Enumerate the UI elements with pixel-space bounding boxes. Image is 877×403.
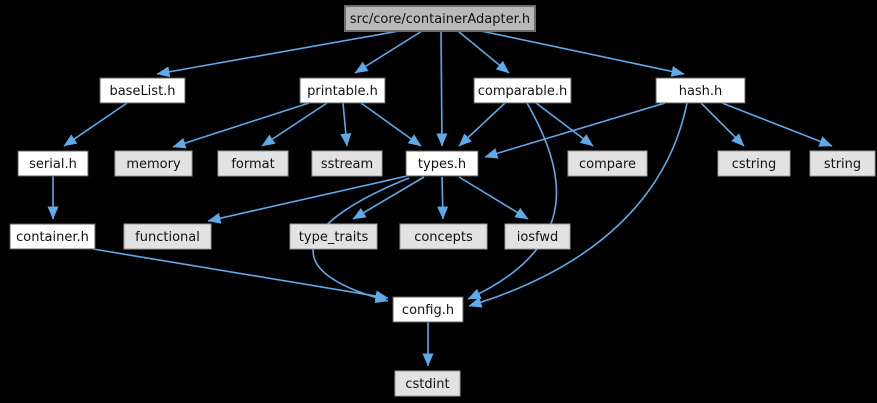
node-functional: functional bbox=[123, 223, 212, 250]
node-box-cstring bbox=[717, 150, 791, 177]
node-box-compare bbox=[567, 150, 648, 177]
node-box-string bbox=[809, 150, 876, 177]
node-label-format: format bbox=[231, 157, 274, 172]
node-label-printable: printable.h bbox=[307, 84, 378, 99]
node-box-container[interactable] bbox=[9, 223, 96, 250]
edge-containerAdapter-to-baseList bbox=[156, 30, 400, 78]
node-box-type_traits bbox=[289, 223, 378, 250]
edge-hash-to-cstring bbox=[700, 102, 745, 147]
node-memory: memory bbox=[114, 150, 193, 177]
edge-containerAdapter-to-types bbox=[436, 30, 448, 147]
edge-printable-to-memory bbox=[172, 102, 310, 149]
node-sstream: sstream bbox=[311, 150, 383, 177]
edge-hash-to-types bbox=[484, 102, 666, 159]
node-box-functional bbox=[123, 223, 212, 250]
edge-types-to-functional bbox=[207, 175, 408, 224]
node-label-concepts: concepts bbox=[414, 230, 473, 245]
node-comparable[interactable]: comparable.h bbox=[473, 77, 572, 104]
node-box-comparable[interactable] bbox=[473, 77, 572, 104]
node-box-format bbox=[217, 150, 289, 177]
node-iosfwd: iosfwd bbox=[504, 223, 571, 250]
node-box-baseList[interactable] bbox=[99, 77, 186, 104]
node-cstdint: cstdint bbox=[394, 370, 461, 397]
node-box-memory bbox=[114, 150, 193, 177]
node-concepts: concepts bbox=[399, 223, 488, 250]
node-box-printable[interactable] bbox=[299, 77, 386, 104]
node-label-cstdint: cstdint bbox=[405, 377, 449, 392]
node-label-hash: hash.h bbox=[679, 84, 723, 99]
node-label-baseList: baseList.h bbox=[109, 84, 175, 99]
node-label-type_traits: type_traits bbox=[299, 230, 369, 245]
node-label-container: container.h bbox=[16, 230, 89, 245]
edge-comparable-to-compare bbox=[535, 102, 594, 147]
edge-container-to-config bbox=[92, 248, 389, 302]
edge-comparable-to-config bbox=[467, 102, 558, 300]
edge-containerAdapter-to-comparable bbox=[457, 30, 510, 74]
node-box-serial[interactable] bbox=[17, 150, 89, 177]
node-label-containerAdapter: src/core/containerAdapter.h bbox=[350, 12, 530, 27]
node-label-compare: compare bbox=[579, 157, 636, 172]
node-label-memory: memory bbox=[126, 157, 181, 172]
edge-comparable-to-types bbox=[458, 102, 506, 147]
node-box-containerAdapter bbox=[344, 5, 536, 32]
node-label-functional: functional bbox=[135, 230, 200, 245]
node-label-sstream: sstream bbox=[321, 157, 373, 172]
node-box-hash[interactable] bbox=[655, 77, 746, 104]
edge-containerAdapter-to-printable bbox=[354, 30, 423, 74]
edge-printable-to-format bbox=[261, 102, 328, 147]
edge-containerAdapter-to-hash bbox=[480, 30, 685, 77]
node-type_traits: type_traits bbox=[289, 223, 378, 250]
node-serial[interactable]: serial.h bbox=[17, 150, 89, 177]
node-label-comparable: comparable.h bbox=[478, 84, 568, 99]
edge-types-to-iosfwd bbox=[458, 176, 529, 220]
node-types[interactable]: types.h bbox=[405, 150, 479, 177]
node-string: string bbox=[809, 150, 876, 177]
node-format: format bbox=[217, 150, 289, 177]
edge-hash-to-string bbox=[721, 102, 833, 147]
node-config[interactable]: config.h bbox=[392, 296, 464, 323]
edge-printable-to-sstream bbox=[340, 102, 352, 147]
node-printable[interactable]: printable.h bbox=[299, 77, 386, 104]
node-baseList[interactable]: baseList.h bbox=[99, 77, 186, 104]
node-box-config[interactable] bbox=[392, 296, 464, 323]
node-container[interactable]: container.h bbox=[9, 223, 96, 250]
node-label-iosfwd: iosfwd bbox=[517, 230, 559, 245]
node-hash[interactable]: hash.h bbox=[655, 77, 746, 104]
node-box-cstdint bbox=[394, 370, 461, 397]
node-cstring: cstring bbox=[717, 150, 791, 177]
edge-types-to-type_traits bbox=[352, 176, 425, 220]
node-label-types: types.h bbox=[418, 157, 466, 172]
edge-printable-to-types bbox=[360, 102, 422, 147]
node-containerAdapter: src/core/containerAdapter.h bbox=[344, 5, 536, 32]
node-label-config: config.h bbox=[402, 303, 454, 318]
node-label-cstring: cstring bbox=[732, 157, 776, 172]
edge-types-to-concepts bbox=[437, 176, 449, 220]
node-label-serial: serial.h bbox=[29, 157, 77, 172]
edge-hash-to-config bbox=[468, 102, 688, 308]
node-box-concepts bbox=[399, 223, 488, 250]
node-compare: compare bbox=[567, 150, 648, 177]
node-label-string: string bbox=[824, 157, 861, 172]
node-box-sstream bbox=[311, 150, 383, 177]
node-box-types[interactable] bbox=[405, 150, 479, 177]
edge-baseList-to-serial bbox=[63, 102, 128, 147]
node-box-iosfwd bbox=[504, 223, 571, 250]
